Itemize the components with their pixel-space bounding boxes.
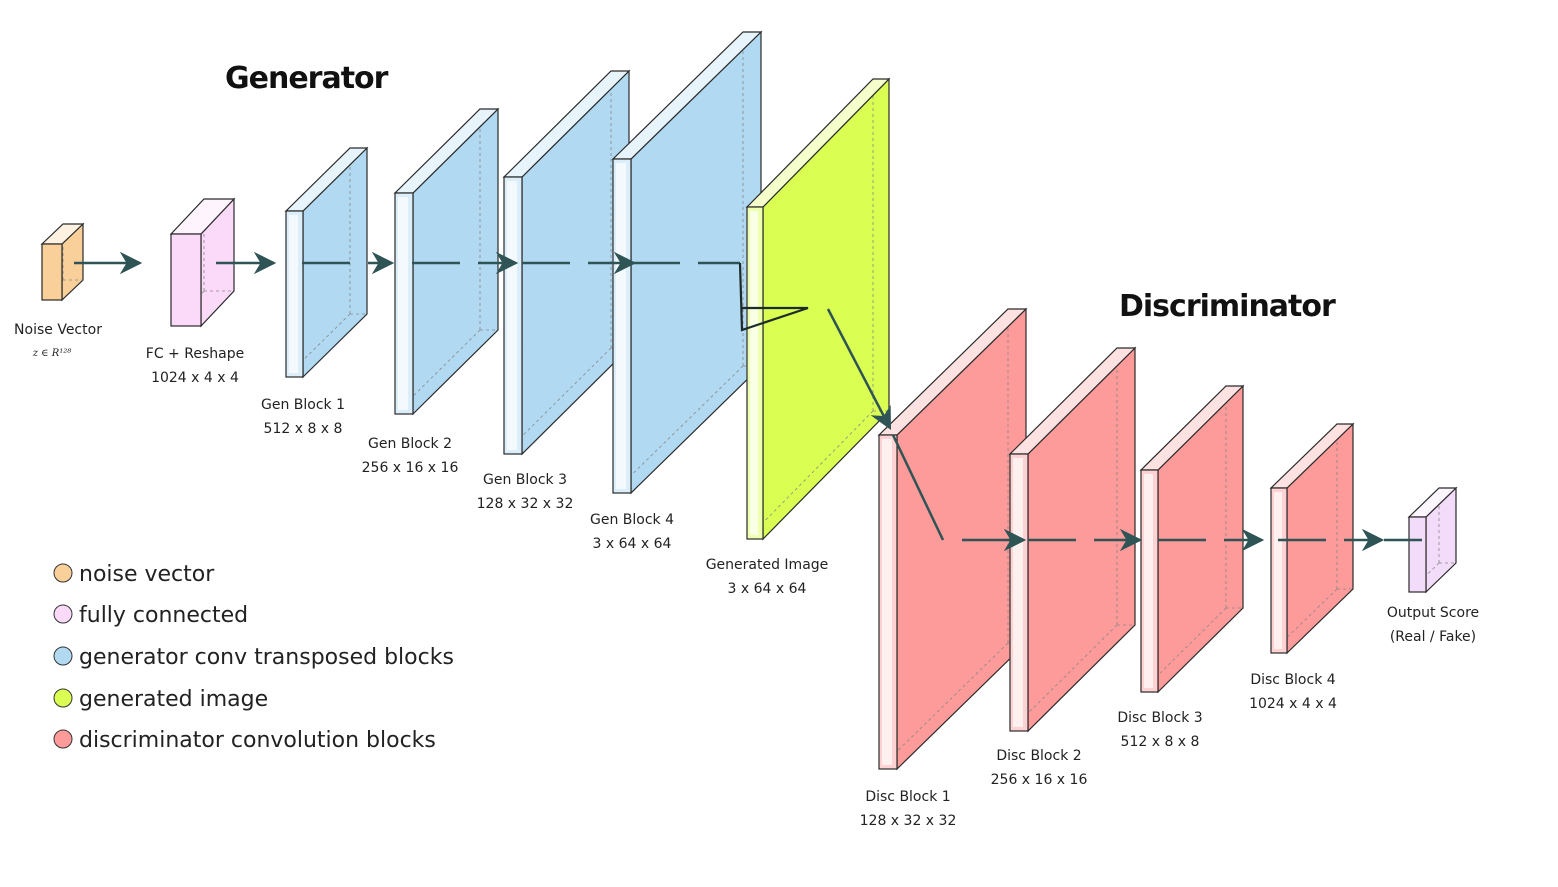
- image-dims: 3 x 64 x 64: [728, 581, 807, 597]
- legend-label-fc: fully connected: [79, 603, 248, 628]
- block-gen2: [393, 107, 500, 416]
- connector-disc1-inner: [891, 434, 945, 541]
- block-gen3-front-highlight: [507, 181, 517, 450]
- noise-dims: z ∈ R¹²⁸: [32, 348, 72, 359]
- gen1-dims: 512 x 8 x 8: [264, 421, 343, 437]
- block-disc2-front-highlight: [1013, 458, 1023, 727]
- block-fc-front-face: [170, 233, 202, 327]
- block-gen1-front-highlight: [289, 215, 298, 373]
- fc-dims: 1024 x 4 x 4: [151, 370, 239, 386]
- block-disc3-front-highlight: [1144, 474, 1153, 688]
- block-gen3: [502, 69, 631, 456]
- discriminator-title: Discriminator: [1119, 289, 1336, 324]
- block-disc4-front-highlight: [1274, 492, 1282, 649]
- disc2-label: Disc Block 2: [996, 748, 1081, 764]
- legend-swatch-fc: [53, 604, 73, 624]
- gen3-label: Gen Block 3: [483, 472, 567, 488]
- block-disc4: [1269, 422, 1355, 655]
- block-disc2-hidden-edges: [1009, 348, 1135, 732]
- legend-label-disc: discriminator convolution blocks: [79, 728, 436, 753]
- block-disc1-front-highlight: [882, 439, 892, 765]
- legend-label-image: generated image: [79, 687, 268, 712]
- gen2-label: Gen Block 2: [368, 436, 452, 452]
- generator-title: Generator: [225, 61, 389, 96]
- block-disc2: [1008, 346, 1137, 733]
- noise-label: Noise Vector: [14, 322, 102, 338]
- block-disc4-hidden-edges: [1270, 424, 1353, 654]
- legend: noise vector fully connected generator c…: [53, 562, 454, 753]
- block-output-front-face: [1408, 516, 1427, 593]
- legend-swatch-disc: [53, 729, 73, 749]
- blocks-layer: [40, 30, 1458, 771]
- image-label: Generated Image: [706, 557, 829, 573]
- block-gen4-front-highlight: [616, 163, 626, 489]
- block-disc1: [877, 307, 1028, 771]
- block-noise-front-face: [41, 243, 63, 301]
- legend-swatch-gen: [53, 646, 73, 666]
- disc1-label: Disc Block 1: [865, 789, 950, 805]
- block-noise: [40, 222, 85, 302]
- legend-label-gen: generator conv transposed blocks: [79, 645, 454, 670]
- block-gen2-front-highlight: [398, 197, 408, 410]
- output-label: Output Score: [1387, 605, 1479, 621]
- legend-label-noise: noise vector: [79, 562, 215, 587]
- disc3-label: Disc Block 3: [1117, 710, 1202, 726]
- connectors-layer: [74, 251, 1422, 552]
- disc4-label: Disc Block 4: [1250, 672, 1335, 688]
- fc-label: FC + Reshape: [146, 346, 244, 362]
- gen1-label: Gen Block 1: [261, 397, 345, 413]
- block-disc4-side-face: [1286, 422, 1354, 655]
- block-output: [1407, 486, 1458, 594]
- disc4-dims: 1024 x 4 x 4: [1249, 696, 1337, 712]
- legend-swatch-noise: [53, 563, 73, 583]
- block-gen2-side-face: [412, 107, 499, 416]
- disc1-dims: 128 x 32 x 32: [860, 813, 957, 829]
- output-dims: (Real / Fake): [1390, 629, 1476, 645]
- gen2-dims: 256 x 16 x 16: [362, 460, 459, 476]
- arrow-image-to-disc1: [826, 308, 892, 430]
- block-disc3-hidden-edges: [1140, 386, 1243, 693]
- block-image-front-highlight: [750, 211, 758, 535]
- gen3-dims: 128 x 32 x 32: [477, 496, 574, 512]
- connector-zigzag: [738, 262, 809, 332]
- block-image: [745, 77, 891, 541]
- gen4-label: Gen Block 4: [590, 512, 674, 528]
- disc2-dims: 256 x 16 x 16: [991, 772, 1088, 788]
- block-labels: Noise Vector z ∈ R¹²⁸ FC + Reshape 1024 …: [14, 322, 1479, 829]
- block-gen4: [611, 30, 763, 495]
- block-gen2-hidden-edges: [394, 109, 498, 415]
- legend-swatch-image: [53, 688, 73, 708]
- disc3-dims: 512 x 8 x 8: [1121, 734, 1200, 750]
- gen4-dims: 3 x 64 x 64: [593, 536, 672, 552]
